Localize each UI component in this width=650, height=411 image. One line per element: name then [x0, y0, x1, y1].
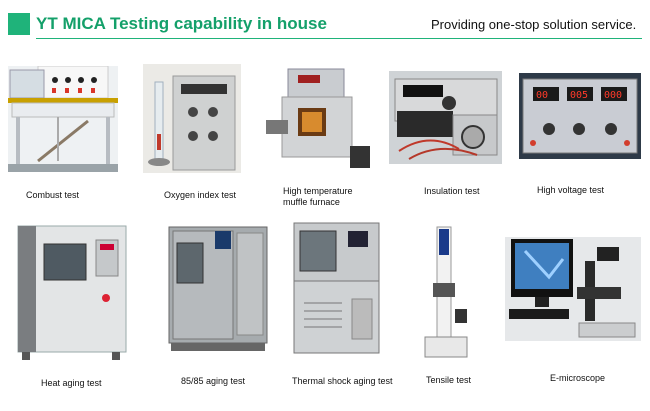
svg-text:000: 000 — [604, 90, 622, 101]
caption-muffle-furnace: High temperature muffle furnace — [283, 186, 353, 208]
caption-e-microscope: E-microscope — [550, 373, 606, 383]
caption-muffle-furnace-line2: muffle furnace — [283, 197, 340, 207]
caption-oxygen-index-test: Oxygen index test — [164, 190, 237, 200]
header-accent-block — [8, 13, 30, 35]
caption-insulation-test: Insulation test — [424, 186, 480, 196]
page-title: YT MICA Testing capability in house — [36, 14, 327, 33]
caption-85-85-aging-test: 85/85 aging test — [181, 376, 246, 386]
caption-muffle-furnace-line1: High temperature — [283, 186, 353, 196]
high-voltage-test-photo: 00 005 000 — [519, 73, 641, 159]
caption-heat-aging-test: Heat aging test — [41, 378, 102, 388]
thermal-shock-test-photo — [292, 221, 381, 358]
combust-test-photo — [8, 66, 118, 172]
oxygen-index-test-photo — [143, 64, 241, 173]
header-divider — [36, 38, 642, 39]
caption-combust-test: Combust test — [26, 190, 80, 200]
heat-aging-test-photo — [14, 222, 129, 363]
svg-text:005: 005 — [570, 90, 588, 101]
caption-tensile-test: Tensile test — [426, 375, 472, 385]
caption-high-voltage-test: High voltage test — [537, 185, 605, 195]
e-microscope-photo — [505, 237, 641, 341]
muffle-furnace-photo — [262, 66, 375, 176]
insulation-test-photo — [389, 71, 502, 164]
svg-text:00: 00 — [536, 90, 548, 101]
page-tagline: Providing one-stop solution service. — [431, 17, 637, 32]
aging-85-85-test-photo — [165, 223, 271, 356]
tensile-test-photo — [421, 223, 471, 360]
caption-thermal-shock-aging-test: Thermal shock aging test — [292, 376, 393, 386]
